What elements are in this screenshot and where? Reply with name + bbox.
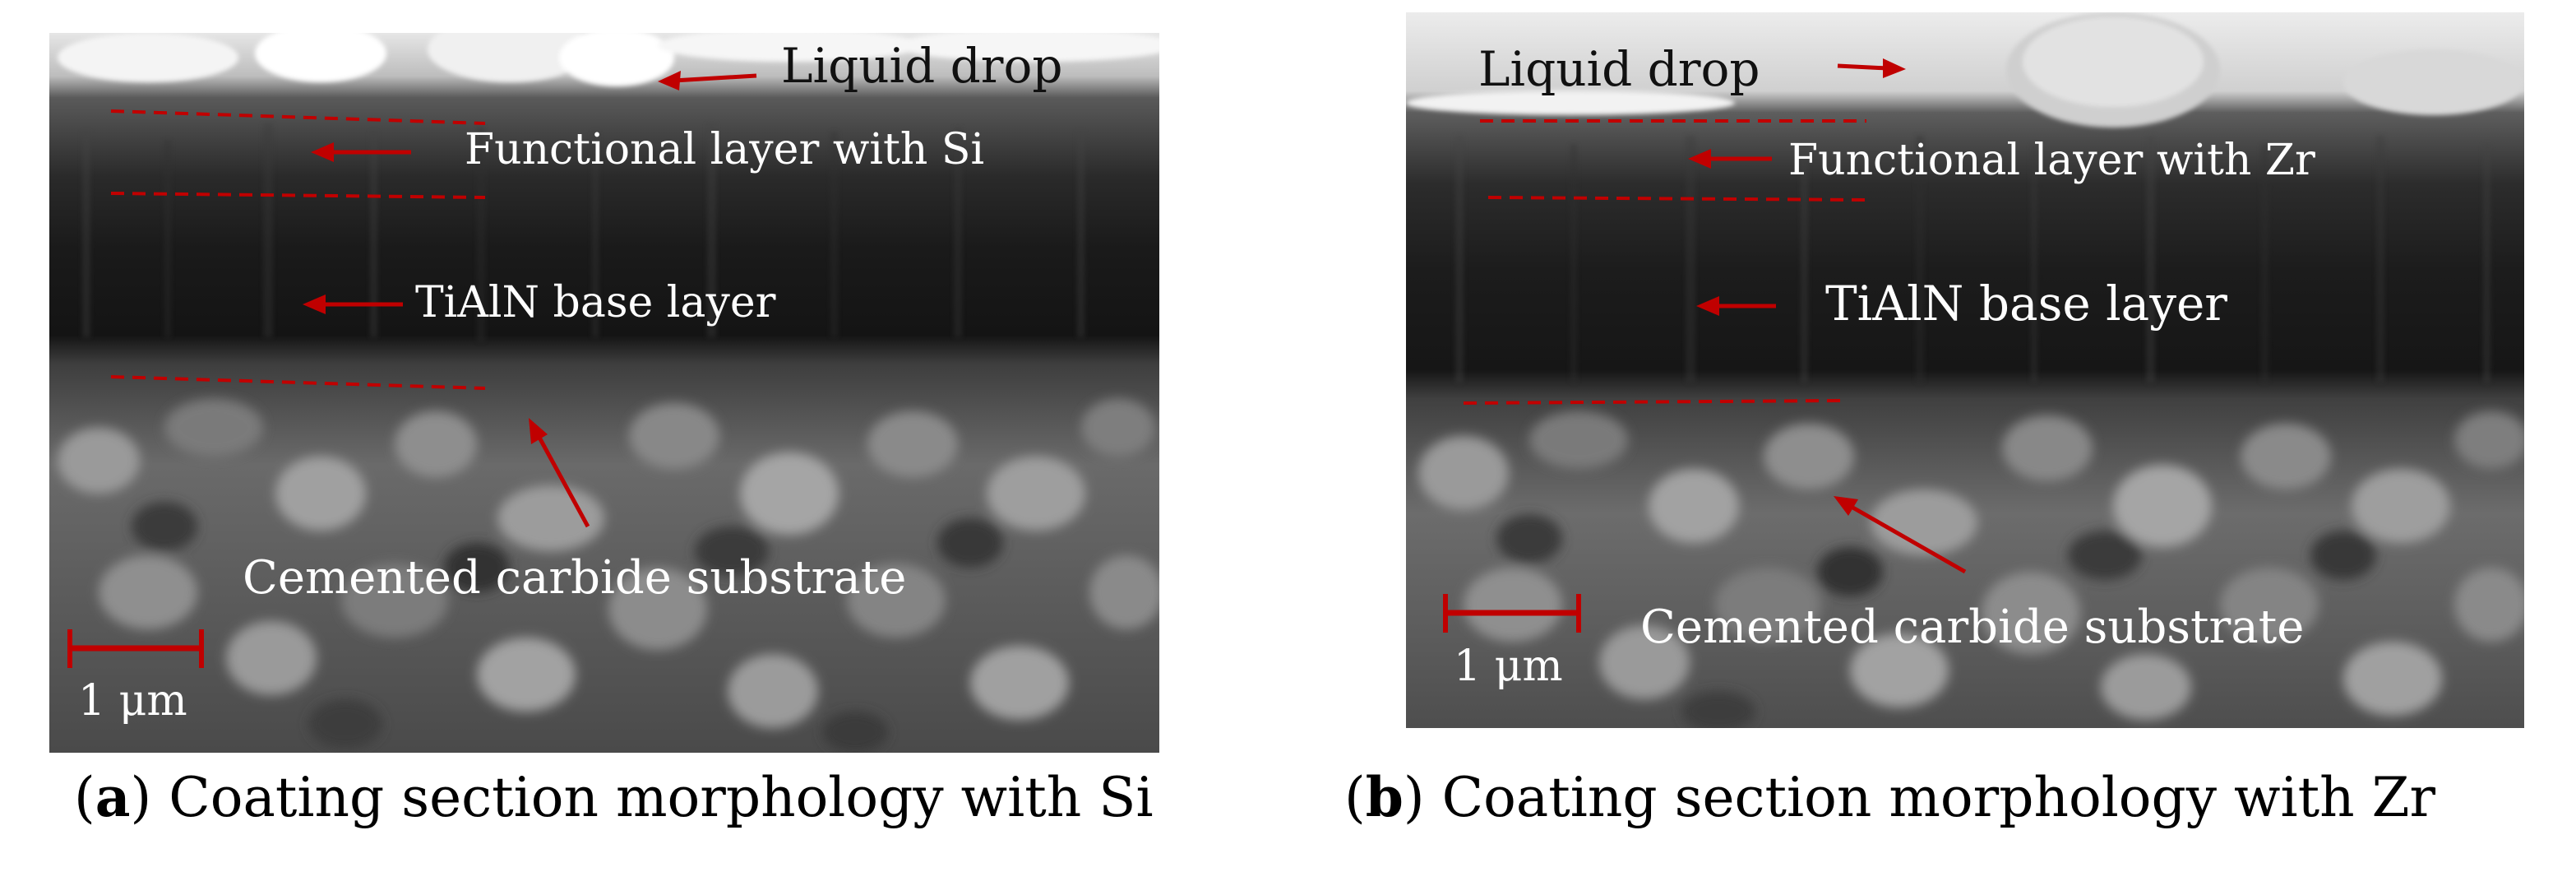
caption-a: (a) Coating section morphology with Si <box>74 765 1154 829</box>
sem-image-panel-a: Liquid drop Functional layer with Si TiA… <box>49 33 1159 753</box>
label-liquid-drop: Liquid drop <box>1478 41 1760 97</box>
label-functional-layer: Functional layer with Zr <box>1788 136 2315 185</box>
caption-text: Coating section morphology with Si <box>169 766 1154 829</box>
sem-image-panel-b: Liquid drop Functional layer with Zr TiA… <box>1406 12 2524 728</box>
label-base-layer: TiAlN base layer <box>415 278 776 327</box>
label-substrate: Cemented carbide substrate <box>1640 601 2305 654</box>
caption-text: Coating section morphology with Zr <box>1441 766 2436 829</box>
caption-b: (b) Coating section morphology with Zr <box>1344 765 2436 829</box>
label-base-layer: TiAlN base layer <box>1825 276 2228 332</box>
caption-letter: a <box>95 765 131 829</box>
label-functional-layer: Functional layer with Si <box>465 125 985 174</box>
scale-label: 1 μm <box>78 676 187 726</box>
scale-label: 1 μm <box>1454 642 1563 691</box>
sem-micrograph-a <box>49 33 1159 753</box>
label-substrate: Cemented carbide substrate <box>243 551 907 605</box>
label-liquid-drop: Liquid drop <box>781 38 1063 94</box>
caption-letter: b <box>1365 765 1404 829</box>
